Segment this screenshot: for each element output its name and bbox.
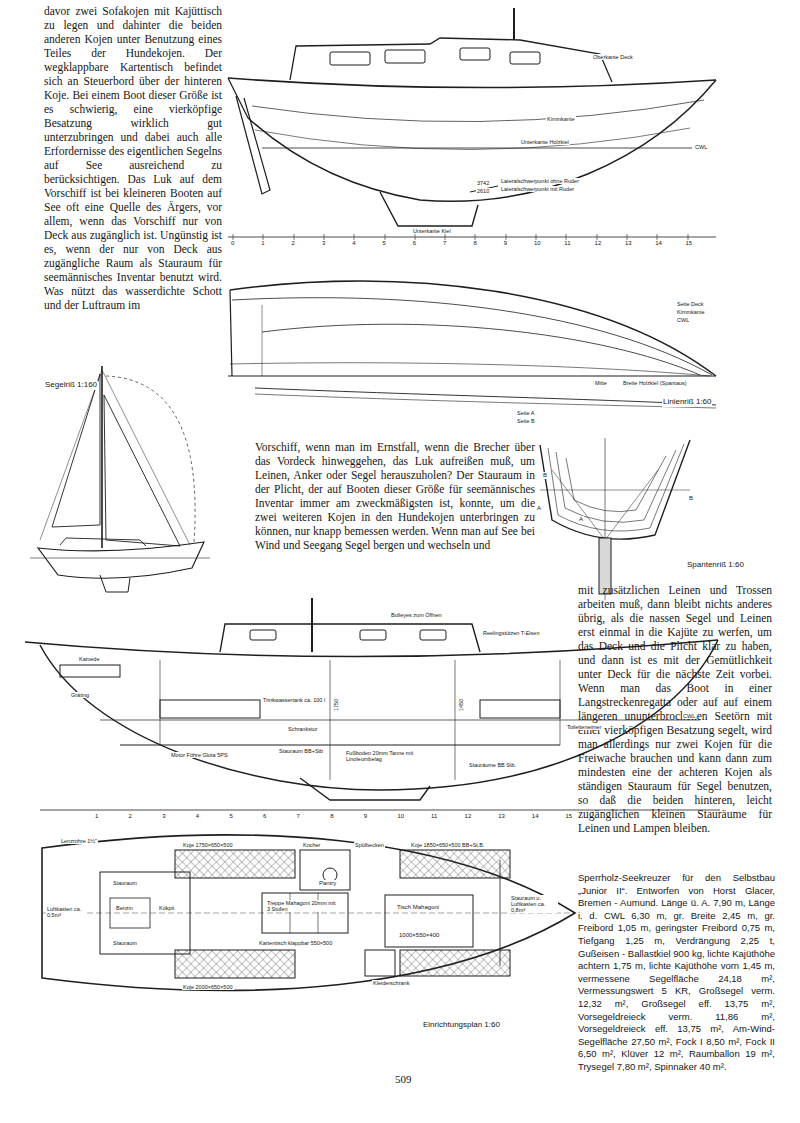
drawing-label: 11 xyxy=(563,240,571,247)
drawing-label: Reelingstützen T-Eisen xyxy=(482,630,540,636)
drawing-label: 0 xyxy=(230,240,235,247)
drawing-label: Kocher xyxy=(302,842,321,848)
drawing-label: Toiletteneimer xyxy=(566,724,602,730)
drawing-label: Lateralschwerpunkt mit Ruder xyxy=(500,186,575,192)
drawing-label: Seite B xyxy=(516,418,536,424)
page-number: 509 xyxy=(395,1073,412,1085)
drawing-label: 1 xyxy=(94,813,99,820)
drawing-label: 14 xyxy=(654,240,663,247)
drawing-label: Unterkante Kiel xyxy=(412,228,452,234)
drawing-label: Spantenriß 1:60 xyxy=(686,561,745,570)
drawing-label: Linienriß 1:60 xyxy=(662,398,712,407)
drawing-label: CWL xyxy=(682,713,696,719)
drawing-label: A xyxy=(536,505,542,512)
drawing-label: Kartentisch klappbar 550×500 xyxy=(258,940,336,946)
drawing-label: Stauraum BB+Stb xyxy=(278,748,324,754)
drawing-label: 12 xyxy=(594,240,603,247)
drawing-label: Schrankstur xyxy=(287,726,318,732)
drawing-label: Kamede xyxy=(78,656,101,662)
drawing-label: Lenzrohre 1½" xyxy=(60,838,98,844)
drawing-label: Benzin xyxy=(115,905,134,911)
drawing-label: 7 xyxy=(296,813,301,820)
sail-plan xyxy=(30,366,210,592)
drawing-label: 10 xyxy=(396,813,405,820)
drawing-label: Kokpit xyxy=(158,905,175,911)
arrangement-plan xyxy=(42,835,575,990)
article-text: davor zwei Sofakojen mit Kajüttisch zu l… xyxy=(44,4,222,312)
drawing-label: Bulleyes zum Öffnen xyxy=(390,612,443,618)
body-plan xyxy=(540,438,690,600)
drawing-label: 1000×550×400 xyxy=(398,932,440,939)
drawing-label: CWL xyxy=(694,144,708,150)
drawing-label: 1750 xyxy=(333,698,339,712)
drawing-label: 2610 xyxy=(476,188,490,194)
article-text: Vorschiff, wenn man im Ernstfall, wenn d… xyxy=(255,440,535,552)
drawing-label: 9 xyxy=(503,240,508,247)
drawing-label: Stauraum xyxy=(112,880,138,886)
drawing-label: Luftkasten ca. 0,5m³ xyxy=(46,906,84,918)
drawing-label: Koje 1850×650×500 BB+St.B. xyxy=(410,842,486,848)
drawing-label: Trinkwassertank ca. 100 l xyxy=(262,697,326,703)
drawing-label: 11 xyxy=(430,813,438,820)
drawing-label: B xyxy=(688,495,694,502)
drawing-label: Seite Deck xyxy=(676,301,705,307)
drawing-label: CWL xyxy=(676,317,690,323)
drawing-label: Seite A xyxy=(516,410,535,416)
drawing-label: 1 xyxy=(260,240,265,247)
drawing-label: Koje 1750×650×500 xyxy=(182,842,234,848)
drawing-label: Tisch Mahagoni xyxy=(396,904,440,911)
drawing-label: 12 xyxy=(464,813,473,820)
drawing-label: Kleiderschrank xyxy=(372,980,410,986)
drawing-label: 2 xyxy=(128,813,133,820)
drawing-label: B xyxy=(542,472,548,479)
drawing-label: A xyxy=(578,516,584,523)
drawing-label: Breite Holzkiel (Spantaus) xyxy=(622,380,688,386)
drawing-label: Gräting xyxy=(70,692,90,698)
drawing-label: Kimmkante xyxy=(546,116,576,122)
hull-profile xyxy=(228,8,716,240)
drawing-label: 14 xyxy=(531,813,540,820)
drawing-label: 2 xyxy=(291,240,296,247)
drawing-label: Treppe Mahagoni 20mm mit 3 Stufen xyxy=(266,900,338,912)
drawing-label: 1450 xyxy=(458,698,464,712)
drawing-label: Unterkante Holzkiel xyxy=(520,139,570,145)
half-breadth-plan xyxy=(228,281,716,408)
drawing-label: 5 xyxy=(382,240,387,247)
drawing-label: 15 xyxy=(564,813,573,820)
drawing-label: Einrichtungsplan 1:60 xyxy=(422,1021,501,1030)
drawing-label: 10 xyxy=(533,240,542,247)
drawing-label: 5 xyxy=(228,813,233,820)
figure-caption: Sperrholz-Seekreuzer für den Selbstbau „… xyxy=(578,872,775,1074)
drawing-label: Lateralschwerpunkt ohne Ruder xyxy=(500,178,580,184)
drawing-label: 9 xyxy=(363,813,368,820)
drawing-label: Kimmkante xyxy=(676,309,706,315)
drawing-label: Koje 2000×650×500 xyxy=(182,984,234,990)
drawing-label: 7 xyxy=(442,240,447,247)
drawing-label: Stauraum xyxy=(112,940,138,946)
drawing-label: 8 xyxy=(329,813,334,820)
drawing-label: Fußboden 20mm Tanne mit Linoleumbelag xyxy=(345,750,419,762)
drawing-label: Pantry xyxy=(318,880,337,887)
drawing-label: 4 xyxy=(351,240,356,247)
drawing-label: 3742 xyxy=(476,180,490,186)
drawing-label: Spülbecken xyxy=(354,842,385,848)
drawing-label: 3 xyxy=(161,813,166,820)
drawing-label: 13 xyxy=(497,813,506,820)
drawing-label: Motor Föhre Glota 5PS xyxy=(170,752,229,758)
drawing-label: 4 xyxy=(195,813,200,820)
drawing-label: 6 xyxy=(412,240,417,247)
drawing-label: Stauraum u. Luftkasten ca. 0,8m³ xyxy=(510,895,558,913)
drawing-label: 3 xyxy=(321,240,326,247)
drawing-label: Oberkante Deck xyxy=(592,54,634,60)
drawing-label: 6 xyxy=(262,813,267,820)
drawing-label: 13 xyxy=(624,240,633,247)
article-text: mit zusätzlichen Leinen und Trossen arbe… xyxy=(578,583,772,835)
drawing-label: 8 xyxy=(472,240,477,247)
drawing-label: Segelriß 1:160 xyxy=(44,381,98,390)
drawing-label: 15 xyxy=(685,240,694,247)
drawing-label: Mitte xyxy=(594,380,608,386)
drawing-label: Stauräume BB Stb. xyxy=(468,762,517,768)
